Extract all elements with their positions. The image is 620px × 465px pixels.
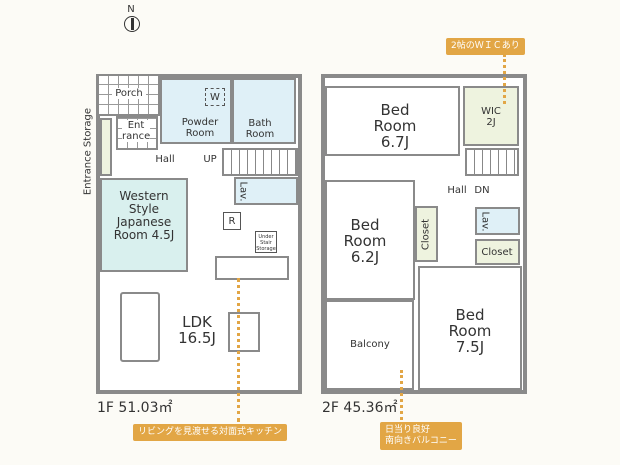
entrance-storage-label: Entrance Storage bbox=[82, 107, 94, 196]
western-japanese-room bbox=[100, 178, 188, 272]
balcony-callout-line2: 南向きバルコニー bbox=[385, 436, 457, 446]
kitchen-counter bbox=[215, 256, 289, 280]
wic-callout: 2帖のＷＩＣあり bbox=[446, 38, 525, 55]
compass: N bbox=[124, 4, 148, 40]
lav-1f-label: Lav. bbox=[237, 181, 249, 202]
bed-room-2 bbox=[325, 180, 415, 300]
bath-room-label: Bath Room bbox=[245, 118, 275, 140]
balcony bbox=[325, 300, 414, 390]
bed-room-3 bbox=[418, 266, 522, 390]
balcony-callout: 日当り良好 南向きバルコニー bbox=[380, 422, 462, 450]
up-label: UP bbox=[203, 154, 217, 165]
toilet-1f bbox=[234, 177, 298, 205]
bed-room-2-label: Bed Room 6.2J bbox=[343, 216, 387, 266]
porch-label: Porch bbox=[112, 88, 146, 99]
bed-room-1-label: Bed Room 6.7J bbox=[373, 101, 417, 151]
wic-label: WIC 2J bbox=[481, 106, 501, 128]
compass-north-label: N bbox=[127, 4, 135, 15]
hall-1f-label: Hall bbox=[155, 154, 175, 165]
bed-room-3-label: Bed Room 7.5J bbox=[448, 306, 492, 356]
bath-room bbox=[232, 78, 296, 144]
washer-icon: W bbox=[205, 88, 225, 106]
powder-room-label: Powder Room bbox=[181, 117, 219, 139]
closet-1 bbox=[415, 206, 438, 262]
balcony-callout-line bbox=[400, 370, 403, 420]
dn-label: DN bbox=[474, 185, 490, 196]
entrance-storage bbox=[100, 118, 112, 176]
ldk-label: LDK 16.5J bbox=[178, 313, 216, 347]
powder-room bbox=[160, 78, 232, 144]
closet-1-label: Closet bbox=[420, 218, 432, 251]
wic bbox=[463, 86, 519, 146]
floor2-area-label: 2F 45.36㎡ bbox=[322, 400, 398, 416]
kitchen-callout: リビングを見渡せる対面式キッチン bbox=[133, 424, 288, 441]
sofa bbox=[120, 292, 160, 362]
wic-callout-line bbox=[503, 54, 506, 104]
under-stair-storage: Under Stair Storage bbox=[255, 231, 277, 253]
toilet-2f bbox=[475, 207, 520, 235]
stairs-1f bbox=[222, 148, 298, 176]
kitchen-callout-line bbox=[237, 278, 240, 422]
balcony-callout-line1: 日当り良好 bbox=[385, 425, 431, 435]
bed-room-1 bbox=[325, 86, 460, 156]
floor1-area-label: 1F 51.03㎡ bbox=[97, 400, 173, 416]
balcony-label: Balcony bbox=[350, 339, 390, 350]
stairs-2f bbox=[465, 148, 519, 176]
refrigerator-box: R bbox=[223, 212, 241, 230]
entrance-label: Ent rance bbox=[122, 120, 151, 142]
closet-2 bbox=[475, 239, 520, 265]
lav-2f-label: Lav. bbox=[479, 211, 491, 232]
closet-2-label: Closet bbox=[481, 247, 513, 258]
western-room-label: Western Style Japanese Room 4.5J bbox=[113, 189, 175, 242]
dining-table bbox=[228, 312, 260, 352]
hall-2f-label: Hall bbox=[447, 185, 467, 196]
compass-icon bbox=[124, 16, 140, 32]
